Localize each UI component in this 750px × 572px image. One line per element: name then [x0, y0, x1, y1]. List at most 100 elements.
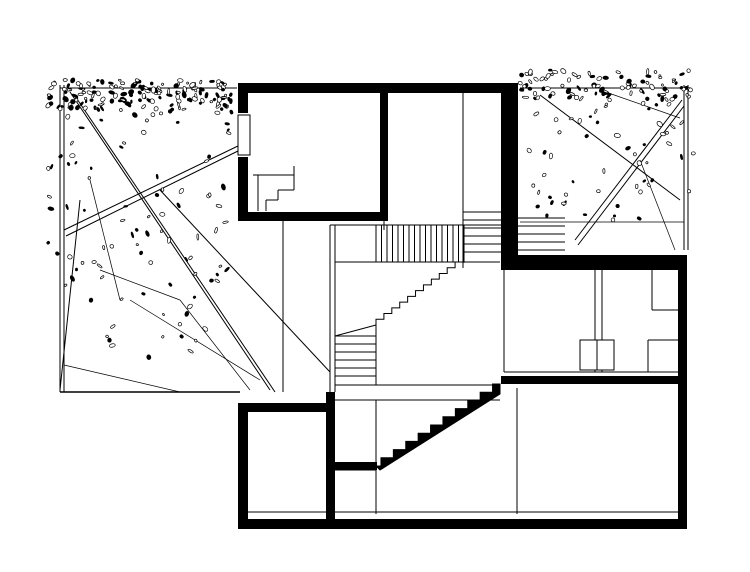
leaf: [65, 204, 69, 210]
leaf: [148, 260, 153, 265]
leaf: [629, 90, 633, 96]
leaf: [222, 220, 229, 224]
leaf: [662, 86, 668, 92]
leaf: [679, 72, 685, 76]
leaf: [532, 91, 538, 97]
leaf: [166, 236, 172, 244]
leaf: [81, 90, 86, 94]
leaf: [131, 83, 138, 87]
leaf: [625, 146, 631, 151]
leaf: [70, 77, 76, 84]
leaf: [77, 92, 84, 96]
leaf: [65, 113, 71, 120]
leaf: [640, 79, 646, 84]
leaf: [229, 98, 233, 105]
leaf: [659, 93, 667, 97]
leaf: [176, 90, 181, 94]
left-planting: [59, 85, 331, 393]
leaf: [567, 77, 571, 83]
leaf: [182, 85, 188, 93]
structural-walls: [238, 83, 687, 529]
leaf: [188, 97, 193, 103]
leaf: [132, 112, 138, 118]
leaf: [160, 229, 164, 233]
leaf: [147, 214, 151, 219]
leaf: [670, 124, 676, 130]
leaf: [156, 85, 162, 90]
leaf: [215, 204, 223, 208]
leaf: [177, 101, 180, 108]
leaf: [66, 83, 70, 88]
leaf: [527, 68, 533, 76]
leaf: [135, 243, 139, 246]
leaf: [208, 192, 212, 197]
leaf: [46, 93, 51, 97]
leaf: [191, 96, 198, 102]
leaf: [48, 101, 54, 106]
leaf: [680, 154, 683, 160]
leaf: [221, 183, 226, 191]
leaf: [75, 105, 80, 111]
leaf: [656, 120, 663, 128]
leaf: [144, 88, 151, 94]
leaf: [99, 118, 104, 122]
window: [579, 339, 615, 371]
leaf: [109, 343, 116, 348]
leaf: [149, 98, 155, 104]
leaf: [74, 97, 79, 103]
leaf: [81, 87, 85, 91]
leaf: [539, 76, 545, 82]
leaf: [184, 257, 188, 262]
leaf: [645, 74, 652, 78]
leaf: [603, 105, 608, 108]
leaf: [519, 88, 525, 92]
leaf: [527, 86, 533, 91]
leaf: [610, 217, 616, 223]
leaf: [194, 338, 198, 343]
leaf: [173, 83, 179, 89]
leaf: [519, 72, 525, 78]
leaf: [198, 101, 202, 105]
leaf: [63, 283, 68, 287]
leaf: [50, 81, 57, 87]
stair-flight: [374, 383, 501, 471]
leaf: [62, 97, 67, 101]
right-planting: [520, 85, 689, 251]
leaf: [674, 81, 678, 85]
leaf: [222, 102, 228, 109]
stair-profile: [375, 261, 463, 325]
leaf: [209, 100, 213, 104]
leaf: [141, 292, 146, 296]
main-stair-lower: [374, 383, 501, 471]
leaf: [639, 89, 643, 93]
leaf: [582, 213, 588, 217]
leaf: [669, 97, 675, 102]
leaf: [100, 96, 106, 102]
leaf: [169, 103, 174, 107]
leaf: [659, 132, 666, 137]
leaf: [214, 110, 221, 115]
upper-window: [237, 114, 251, 156]
leaf: [89, 166, 93, 170]
leaf: [544, 86, 551, 91]
leaf: [107, 337, 112, 343]
leaf: [594, 108, 598, 114]
leaf: [521, 95, 530, 99]
leaf: [161, 335, 165, 339]
leaf: [214, 227, 218, 234]
leaf: [635, 183, 639, 189]
leaf: [161, 187, 165, 192]
leaf: [129, 93, 133, 98]
leaf: [46, 166, 51, 171]
leaf: [74, 161, 78, 165]
leaf: [560, 68, 567, 74]
leaf: [123, 205, 128, 208]
leaf: [140, 129, 147, 135]
leaf: [548, 152, 553, 160]
leaf: [209, 278, 214, 283]
leaf: [626, 78, 632, 84]
leaf: [615, 203, 620, 209]
leaf: [100, 79, 105, 85]
leaf: [561, 201, 567, 206]
